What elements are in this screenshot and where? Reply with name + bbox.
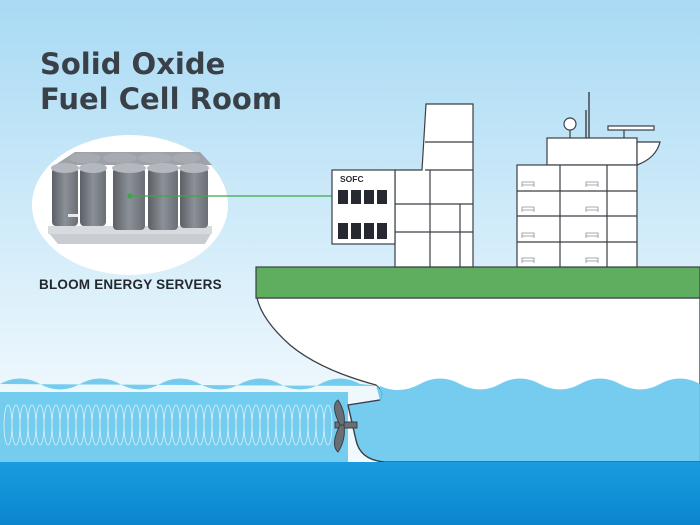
propeller-wake-waves — [3, 404, 333, 446]
sofc-room-label: SOFC — [340, 174, 364, 184]
bed-icon — [521, 181, 535, 187]
forward-superstructure — [516, 137, 661, 268]
servers-caption: BLOOM ENERGY SERVERS — [39, 277, 222, 292]
diagram-title-line-2: Fuel Cell Room — [40, 82, 282, 116]
radar-dish-icon — [563, 117, 577, 138]
bed-icon — [585, 206, 599, 212]
bed-icon — [521, 206, 535, 212]
aft-superstructure — [331, 103, 474, 268]
water-surface — [0, 378, 700, 462]
bed-icon — [585, 181, 599, 187]
bed-icon — [521, 232, 535, 238]
deep-water — [0, 462, 700, 525]
bed-icon — [585, 257, 599, 263]
diagram-title-line-1: Solid Oxide — [40, 47, 225, 81]
ship-deck — [255, 266, 700, 299]
submerged-hull-outline — [347, 399, 700, 463]
bed-icon — [585, 232, 599, 238]
antenna-mast-icon — [585, 92, 590, 138]
propeller-icon — [334, 399, 358, 453]
bed-icon — [521, 257, 535, 263]
cabin-bed-icons — [521, 181, 599, 263]
bloom-energy-servers-illustration — [48, 152, 212, 244]
sofc-panels — [338, 190, 387, 239]
radar-bar-icon — [607, 125, 655, 138]
water-surface-left — [0, 392, 348, 472]
